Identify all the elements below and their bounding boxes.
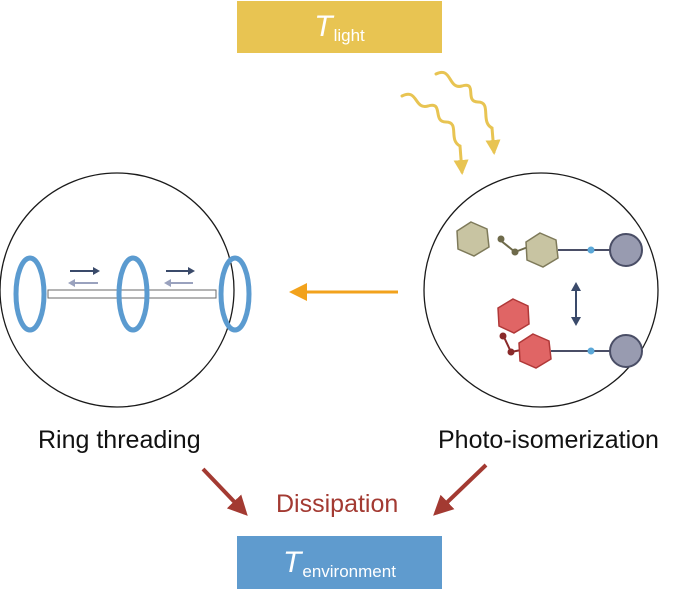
shuttle-arrows-right xyxy=(164,267,195,287)
dissipation-label: Dissipation xyxy=(276,490,399,518)
dissipation-arrow-left xyxy=(201,467,248,516)
cis-isomer xyxy=(497,298,643,369)
photo-isomerization-label: Photo-isomerization xyxy=(438,426,659,454)
light-symbol: T xyxy=(314,10,333,43)
isomerization-switch-arrow xyxy=(571,282,581,326)
light-subscript: light xyxy=(333,26,365,45)
ring-threading-label: Ring threading xyxy=(38,426,201,454)
ring-middle xyxy=(116,255,150,333)
ring-left xyxy=(13,255,47,333)
ring-threading-circle xyxy=(0,172,252,408)
light-wave-icon xyxy=(400,70,501,175)
stopper-bottom xyxy=(609,334,643,368)
shuttle-arrows-left xyxy=(68,267,100,287)
environment-subscript: environment xyxy=(302,561,396,581)
environment-symbol: T xyxy=(283,545,302,579)
dissipation-arrow-right xyxy=(433,463,488,516)
photo-isomerization-circle xyxy=(423,172,659,408)
axle-rod xyxy=(47,289,217,299)
stopper-top xyxy=(609,233,643,267)
ring-right xyxy=(218,255,252,333)
trans-isomer xyxy=(456,221,643,268)
